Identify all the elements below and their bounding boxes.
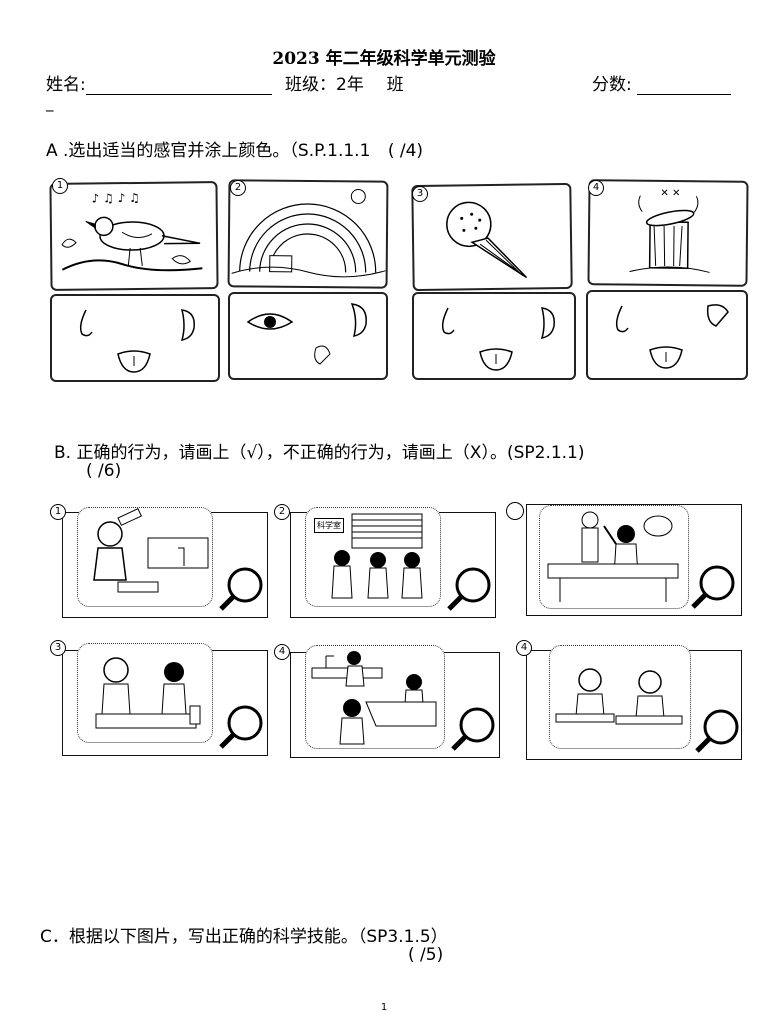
section-a-item-4-picture: ✕ ✕ (587, 179, 749, 287)
section-c-heading: C．根据以下图片，写出正确的科学技能。（SP3.1.5） (40, 927, 448, 947)
nose-icon (615, 305, 629, 333)
bird-singing-icon: ♪ ♫ ♪ ♫ (61, 191, 203, 272)
section-b-item-number: 2 (274, 504, 290, 520)
section-a-heading-text: A .选出适当的感官并涂上颜色。（S.P.1.1.1 (46, 141, 371, 161)
section-a-item-number: 1 (52, 178, 68, 194)
section-a-item-number: 3 (412, 186, 428, 202)
ice-cream-icon (446, 201, 528, 279)
stray-dash: _ (46, 94, 54, 112)
magnifier-icon[interactable] (443, 563, 497, 617)
section-b-item-number: 4 (516, 640, 532, 656)
magnifier-icon[interactable] (691, 705, 745, 759)
class-suffix: 班 (386, 75, 404, 95)
hand-icon (314, 345, 331, 365)
section-b-item-number: 3 (50, 640, 66, 656)
section-b-item-1 (62, 507, 269, 618)
magnifier-icon[interactable] (215, 563, 269, 617)
science-room-sign: 科学室 (314, 518, 344, 533)
teacher-and-pupil-picture (539, 505, 689, 609)
section-b-heading: B. 正确的行为，请画上（√），不正确的行为，请画上（X）。(SP2.1.1) (54, 443, 585, 463)
ear-icon (540, 307, 555, 339)
section-b-item-number (506, 502, 524, 520)
section-b-item-6 (526, 645, 745, 760)
nose-icon (79, 309, 93, 337)
svg-text:✕ ✕: ✕ ✕ (660, 188, 680, 199)
pupils-washing-hands-picture (305, 645, 445, 749)
score-field: 分数: (592, 70, 732, 95)
sense-organs-icon (79, 309, 195, 373)
boy-drinking-picture (77, 507, 213, 607)
class-label: 班级：2年 (285, 75, 364, 95)
garbage-can-icon: ✕ ✕ (629, 188, 710, 273)
name-field: 姓名: (46, 70, 272, 95)
pupils-chatting-picture (77, 643, 213, 743)
sense-organs-card-1[interactable] (50, 294, 220, 382)
name-label: 姓名: (46, 75, 86, 95)
hand-icon (706, 304, 729, 327)
page-title: 2023 年二年级科学单元测验 (272, 49, 496, 69)
section-b-item-number: 1 (50, 504, 66, 520)
ear-icon (350, 303, 367, 337)
sense-organs-icon (615, 304, 729, 369)
pupils-eating-picture (549, 645, 691, 749)
sense-organs-card-3[interactable] (412, 292, 576, 380)
sense-organs-card-4[interactable] (586, 290, 748, 380)
score-line[interactable] (637, 78, 732, 95)
section-b-item-2: 科学室 (290, 507, 497, 618)
rainbow-icon (231, 188, 386, 278)
section-b-item-5 (290, 645, 501, 758)
section-a-item-number: 2 (230, 180, 246, 196)
page-number: 1 (380, 1002, 388, 1013)
section-a-item-3-picture (411, 182, 573, 292)
name-line[interactable] (85, 78, 272, 95)
section-a-item-number: 4 (588, 180, 604, 196)
magnifier-icon[interactable] (687, 561, 741, 615)
score-label: 分数: (592, 75, 638, 95)
section-b-item-4 (62, 643, 269, 756)
section-a-item-2-picture (227, 179, 389, 289)
section-a-item-1-picture: ♪ ♫ ♪ ♫ (49, 181, 219, 291)
sense-organs-icon (441, 307, 555, 371)
section-a-score: ( /4) (387, 141, 424, 161)
nose-icon (441, 307, 455, 335)
class-field: 班级：2年 班 (285, 70, 404, 95)
magnifier-icon[interactable] (215, 701, 269, 755)
section-b-item-3 (526, 504, 742, 616)
section-a-heading: A .选出适当的感官并涂上颜色。（S.P.1.1.1 ( /4) (46, 136, 423, 161)
section-b-score: ( /6) (86, 461, 122, 481)
svg-text:♪ ♫ ♪ ♫: ♪ ♫ ♪ ♫ (92, 191, 140, 206)
magnifier-icon[interactable] (447, 703, 501, 757)
section-c-score: ( /5) (408, 945, 444, 965)
ear-icon (180, 309, 195, 341)
section-b-item-number: 4 (274, 644, 290, 660)
pupils-lining-up-picture: 科学室 (305, 507, 441, 607)
sense-organs-icon (246, 303, 367, 365)
sense-organs-card-2[interactable] (228, 292, 388, 380)
